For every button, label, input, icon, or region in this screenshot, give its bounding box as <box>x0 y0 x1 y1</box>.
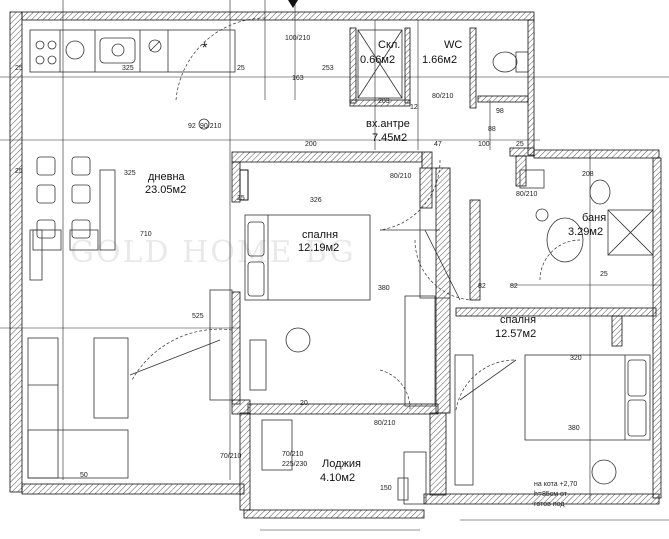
dim-380-b: 380 <box>568 425 580 432</box>
dim-253: 253 <box>322 65 334 72</box>
dim-98: 98 <box>496 108 504 115</box>
dim-203: 203 <box>378 98 390 105</box>
dim-88: 88 <box>488 126 496 133</box>
dim-208: 208 <box>582 171 594 178</box>
bedroom2-name: спалня <box>500 314 536 326</box>
level-notes: на кота +2,70 h=85см от готов под <box>534 481 577 508</box>
dim-82-a: 82 <box>478 283 486 290</box>
door-swings <box>129 17 581 411</box>
wc-name: WC <box>444 39 462 51</box>
dim-163: 163 <box>292 75 304 82</box>
bedroom2-area: 12.57м2 <box>495 328 536 340</box>
dim-320: 320 <box>570 355 582 362</box>
dim-82-b: 82 <box>510 283 518 290</box>
wc-area: 1.66м2 <box>422 54 457 66</box>
top-arrow-marker <box>288 0 298 8</box>
note-level: на кота +2,70 <box>534 481 577 488</box>
dim-100: 100 <box>478 141 490 148</box>
note-floor: готов под <box>534 501 564 508</box>
bathroom-fixtures <box>357 29 654 263</box>
bathroom-name: баня <box>582 212 606 224</box>
dim-12: 12 <box>410 104 418 111</box>
watermark: GOLD HOME BG <box>70 235 356 270</box>
svg-text:*: * <box>202 39 208 55</box>
living-room-area: 23.05м2 <box>145 184 186 196</box>
dim-25-b: 25 <box>237 65 245 72</box>
dim-325-top: 325 <box>122 65 134 72</box>
kitchen-counter: * <box>29 29 236 73</box>
window-tag-width: 70/210 <box>282 451 304 458</box>
loggia-name: Лоджия <box>322 458 361 470</box>
room-labels: дневна 23.05м2 спалня 12.19м2 спалня 12.… <box>145 39 606 484</box>
dim-25-d: 25 <box>15 168 23 175</box>
dim-25-f: 25 <box>600 271 608 278</box>
door-tag-top: 100/210 <box>285 35 310 42</box>
dim-325-mid: 325 <box>124 170 136 177</box>
dim-47: 47 <box>434 141 442 148</box>
storage-name: Скл. <box>378 39 400 51</box>
dim-380-a: 380 <box>378 285 390 292</box>
door-tag-entrance: 80/210 <box>390 173 412 180</box>
dim-25-c: 25 <box>516 141 524 148</box>
note-height: h=85см от <box>534 491 568 498</box>
door-tag-loggia: 70/210 <box>220 453 242 460</box>
window-tag-height: 225/230 <box>282 461 307 468</box>
loggia-fixtures <box>261 419 427 505</box>
bed-1 <box>244 167 451 407</box>
dim-200: 200 <box>305 141 317 148</box>
door-tags: 90/210 80/210 80/210 80/210 70/210 100/2… <box>198 35 538 468</box>
entrance-name: вх.антре <box>366 118 410 130</box>
bed-2 <box>454 354 651 486</box>
dim-326: 326 <box>310 197 322 204</box>
dim-20: 20 <box>300 400 308 407</box>
bedroom1-area: 12.19м2 <box>298 242 339 254</box>
dim-150: 150 <box>380 485 392 492</box>
sofa <box>27 229 233 479</box>
dim-25-a: 25 <box>15 65 23 72</box>
door-tag-wc: 80/210 <box>432 93 454 100</box>
bedroom1-name: спалня <box>302 229 338 241</box>
living-room-name: дневна <box>148 171 186 183</box>
entrance-area: 7.45м2 <box>372 132 407 144</box>
door-tag-bath: 80/210 <box>516 191 538 198</box>
dining-set <box>32 156 116 251</box>
dimension-labels: 25 325 25 163 253 12 98 88 92 200 47 100… <box>15 65 608 492</box>
dim-710: 710 <box>140 231 152 238</box>
dim-92: 92 <box>188 123 196 130</box>
dim-50: 50 <box>80 472 88 479</box>
dim-25-e: 25 <box>237 195 245 202</box>
door-tag-bed: 80/210 <box>374 420 396 427</box>
loggia-area: 4.10м2 <box>320 472 355 484</box>
storage-area: 0.66м2 <box>360 54 395 66</box>
outer-walls <box>9 11 662 519</box>
bathroom-area: 3.29м2 <box>568 226 603 238</box>
door-tag-living: 90/210 <box>200 123 222 130</box>
dim-525: 525 <box>192 313 204 320</box>
